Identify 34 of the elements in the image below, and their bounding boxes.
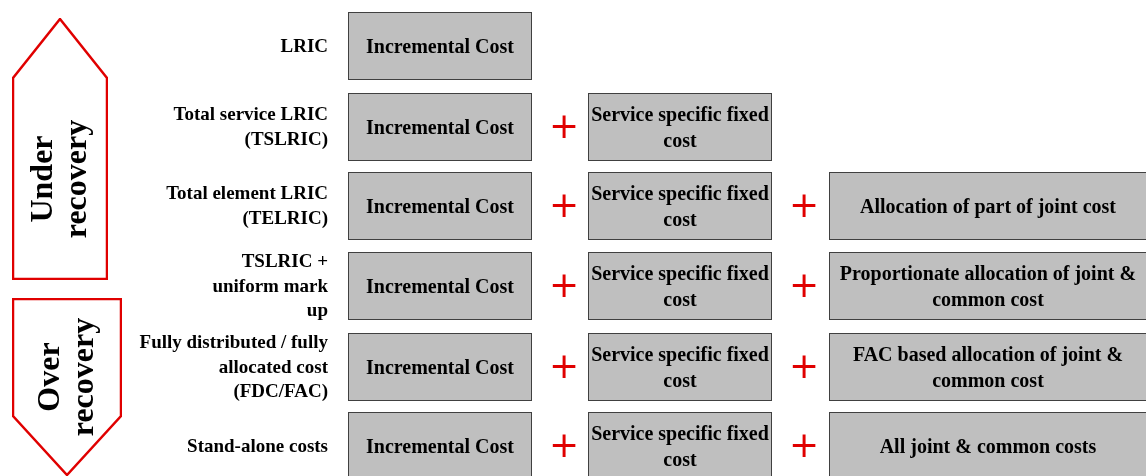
row-label: Fully distributed / fully allocated cost (FDC/FAC) [138, 333, 328, 401]
cost-box: Incremental Cost [348, 412, 532, 476]
cost-box: Service specific fixed cost [588, 412, 772, 476]
cost-box: Allocation of part of joint cost [829, 172, 1146, 240]
plus-sign: + [789, 348, 820, 384]
cost-box: Incremental Cost [348, 172, 532, 240]
cost-box: Service specific fixed cost [588, 333, 772, 401]
row-label: Stand-alone costs [186, 433, 328, 458]
plus-sign: + [789, 187, 820, 223]
cost-box: Incremental Cost [348, 12, 532, 80]
row-label: TSLRIC + uniform mark up [211, 252, 328, 320]
cost-box: Service specific fixed cost [588, 172, 772, 240]
arrow-label: Over recovery [32, 316, 101, 439]
plus-sign: + [789, 427, 820, 463]
plus-sign: + [549, 108, 580, 144]
row-label: Total element LRIC (TELRIC) [165, 181, 328, 230]
plus-sign: + [549, 348, 580, 384]
row-label: LRIC [279, 33, 328, 58]
cost-box: Service specific fixed cost [588, 252, 772, 320]
plus-sign: + [789, 267, 820, 303]
plus-sign: + [549, 427, 580, 463]
cost-box: All joint & common costs [829, 412, 1146, 476]
cost-box: Service specific fixed cost [588, 93, 772, 161]
recovery-arrow [12, 18, 108, 280]
recovery-arrow [12, 298, 122, 476]
cost-box: Incremental Cost [348, 333, 532, 401]
cost-box: FAC based allocation of joint & common cost [829, 333, 1146, 401]
cost-box: Incremental Cost [348, 252, 532, 320]
plus-sign: + [549, 187, 580, 223]
arrow-label: Under recovery [25, 118, 94, 241]
cost-box: Incremental Cost [348, 93, 532, 161]
cost-box: Proportionate allocation of joint & common cost [829, 252, 1146, 320]
plus-sign: + [549, 267, 580, 303]
row-label: Total service LRIC (TSLRIC) [172, 102, 328, 151]
